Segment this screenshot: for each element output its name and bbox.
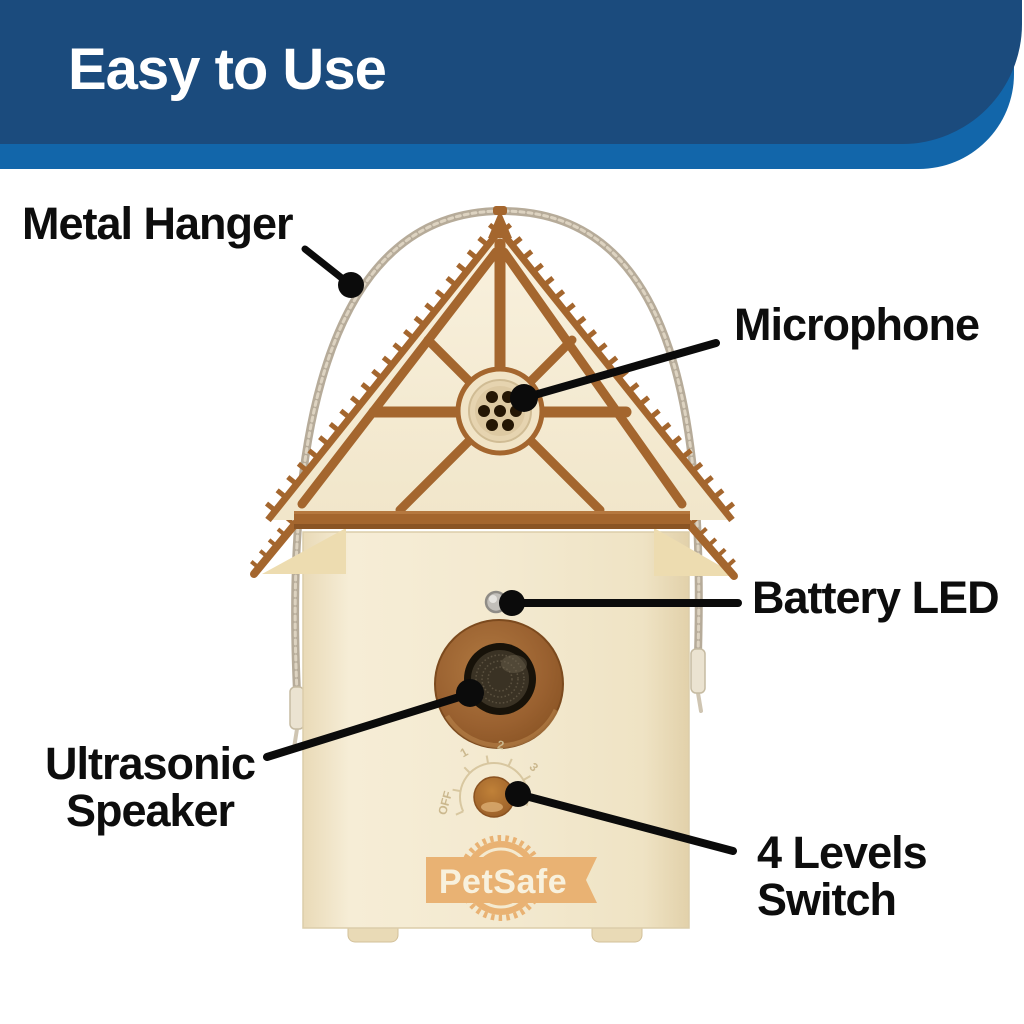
- microphone-grille: [455, 366, 545, 456]
- callout-dot-levels-switch: [505, 781, 531, 807]
- roof-shingles-right: [501, 222, 741, 520]
- roof-edge-left: [265, 227, 503, 523]
- petsafe-logo: PetSafe: [426, 835, 597, 921]
- roof-finial: [488, 206, 512, 238]
- eave-beam-highlight: [294, 511, 690, 514]
- wire-ferrule-right: [690, 648, 706, 694]
- speaker-mesh: [471, 650, 529, 708]
- label-microphone: Microphone: [734, 299, 980, 350]
- switch-marking-off: OFF: [435, 790, 455, 817]
- eave-beam: [294, 511, 690, 528]
- header-banner: [0, 0, 1022, 144]
- callout-dot-metal-hanger: [338, 272, 364, 298]
- label-switch-line2: Switch: [757, 874, 897, 926]
- switch-marking-2: 2: [496, 738, 505, 753]
- label-ultrasonic-line1: Ultrasonic: [44, 738, 256, 789]
- label-battery-led-text: Battery LED: [752, 572, 1000, 623]
- label-battery-led: Battery LED: [752, 572, 1000, 623]
- brand-text: PetSafe: [439, 863, 567, 901]
- wire-ferrule-left: [289, 686, 305, 730]
- label-switch-line1: 4 Levels: [757, 827, 928, 878]
- eave-beam-shadow: [294, 524, 690, 529]
- callout-dot-ultrasonic-speaker: [456, 679, 484, 707]
- callout-line-ultrasonic-speaker: [263, 690, 473, 761]
- label-microphone-text: Microphone: [734, 299, 980, 350]
- label-metal-hanger-text: Metal Hanger: [22, 198, 294, 249]
- logo-ribbon: [426, 857, 597, 903]
- eave-overhang-left: [250, 519, 300, 578]
- label-metal-hanger: Metal Hanger: [22, 198, 294, 249]
- callout-line-levels-switch: [514, 790, 737, 855]
- label-levels-switch: 4 Levels Switch: [757, 827, 928, 926]
- eave-gusset-left: [262, 528, 346, 574]
- eave-overhang-right: [684, 519, 738, 580]
- label-ultrasonic-line2: Speaker: [65, 785, 235, 837]
- page-title: Easy to Use: [68, 37, 387, 102]
- callout-dot-microphone: [510, 384, 538, 412]
- callout-lines: [263, 245, 742, 855]
- callout-line-microphone: [520, 339, 720, 402]
- roof-shingles-left: [259, 222, 499, 520]
- eave-gusset-right: [654, 528, 738, 576]
- callout-dot-battery-led: [499, 590, 525, 616]
- eave-overhang-right-shingles: [688, 516, 742, 575]
- label-ultrasonic-speaker: Ultrasonic Speaker: [24, 740, 276, 835]
- ultrasonic-speaker: [434, 619, 564, 749]
